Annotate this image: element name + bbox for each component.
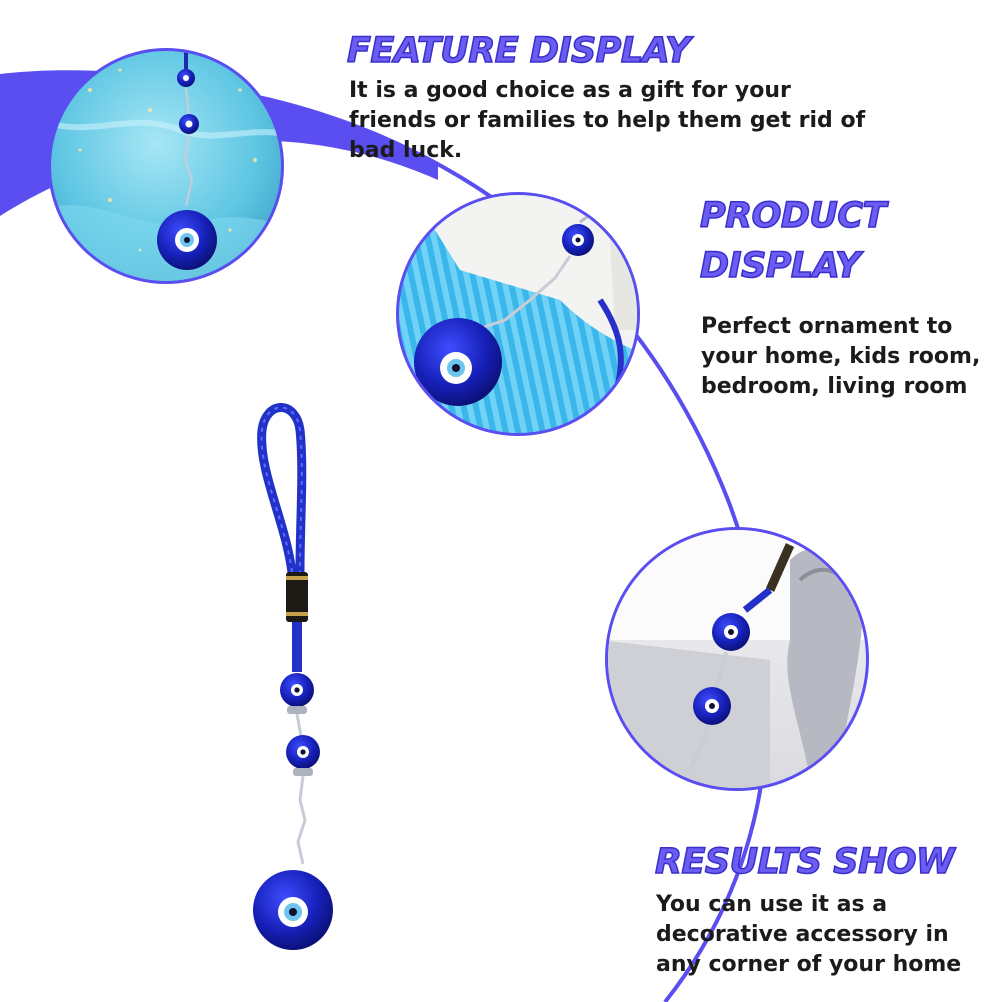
photo-card-circle bbox=[396, 192, 640, 436]
feature-display-description: It is a good choice as a gift for your f… bbox=[349, 78, 866, 163]
feature-display-heading: FEATURE DISPLAY bbox=[346, 30, 691, 72]
product-display-heading-line1: PRODUCT bbox=[699, 195, 887, 237]
results-show-description: You can use it as a decorative accessory… bbox=[656, 892, 962, 977]
results-show-heading: RESULTS SHOW bbox=[654, 841, 955, 883]
product-display-heading-line2: DISPLAY bbox=[699, 245, 861, 287]
photo-tulle-circle bbox=[48, 48, 284, 284]
photo-elephant-circle bbox=[605, 527, 869, 791]
hanging-ornament bbox=[253, 403, 333, 950]
product-display-description: Perfect ornament to your home, kids room… bbox=[701, 314, 981, 399]
